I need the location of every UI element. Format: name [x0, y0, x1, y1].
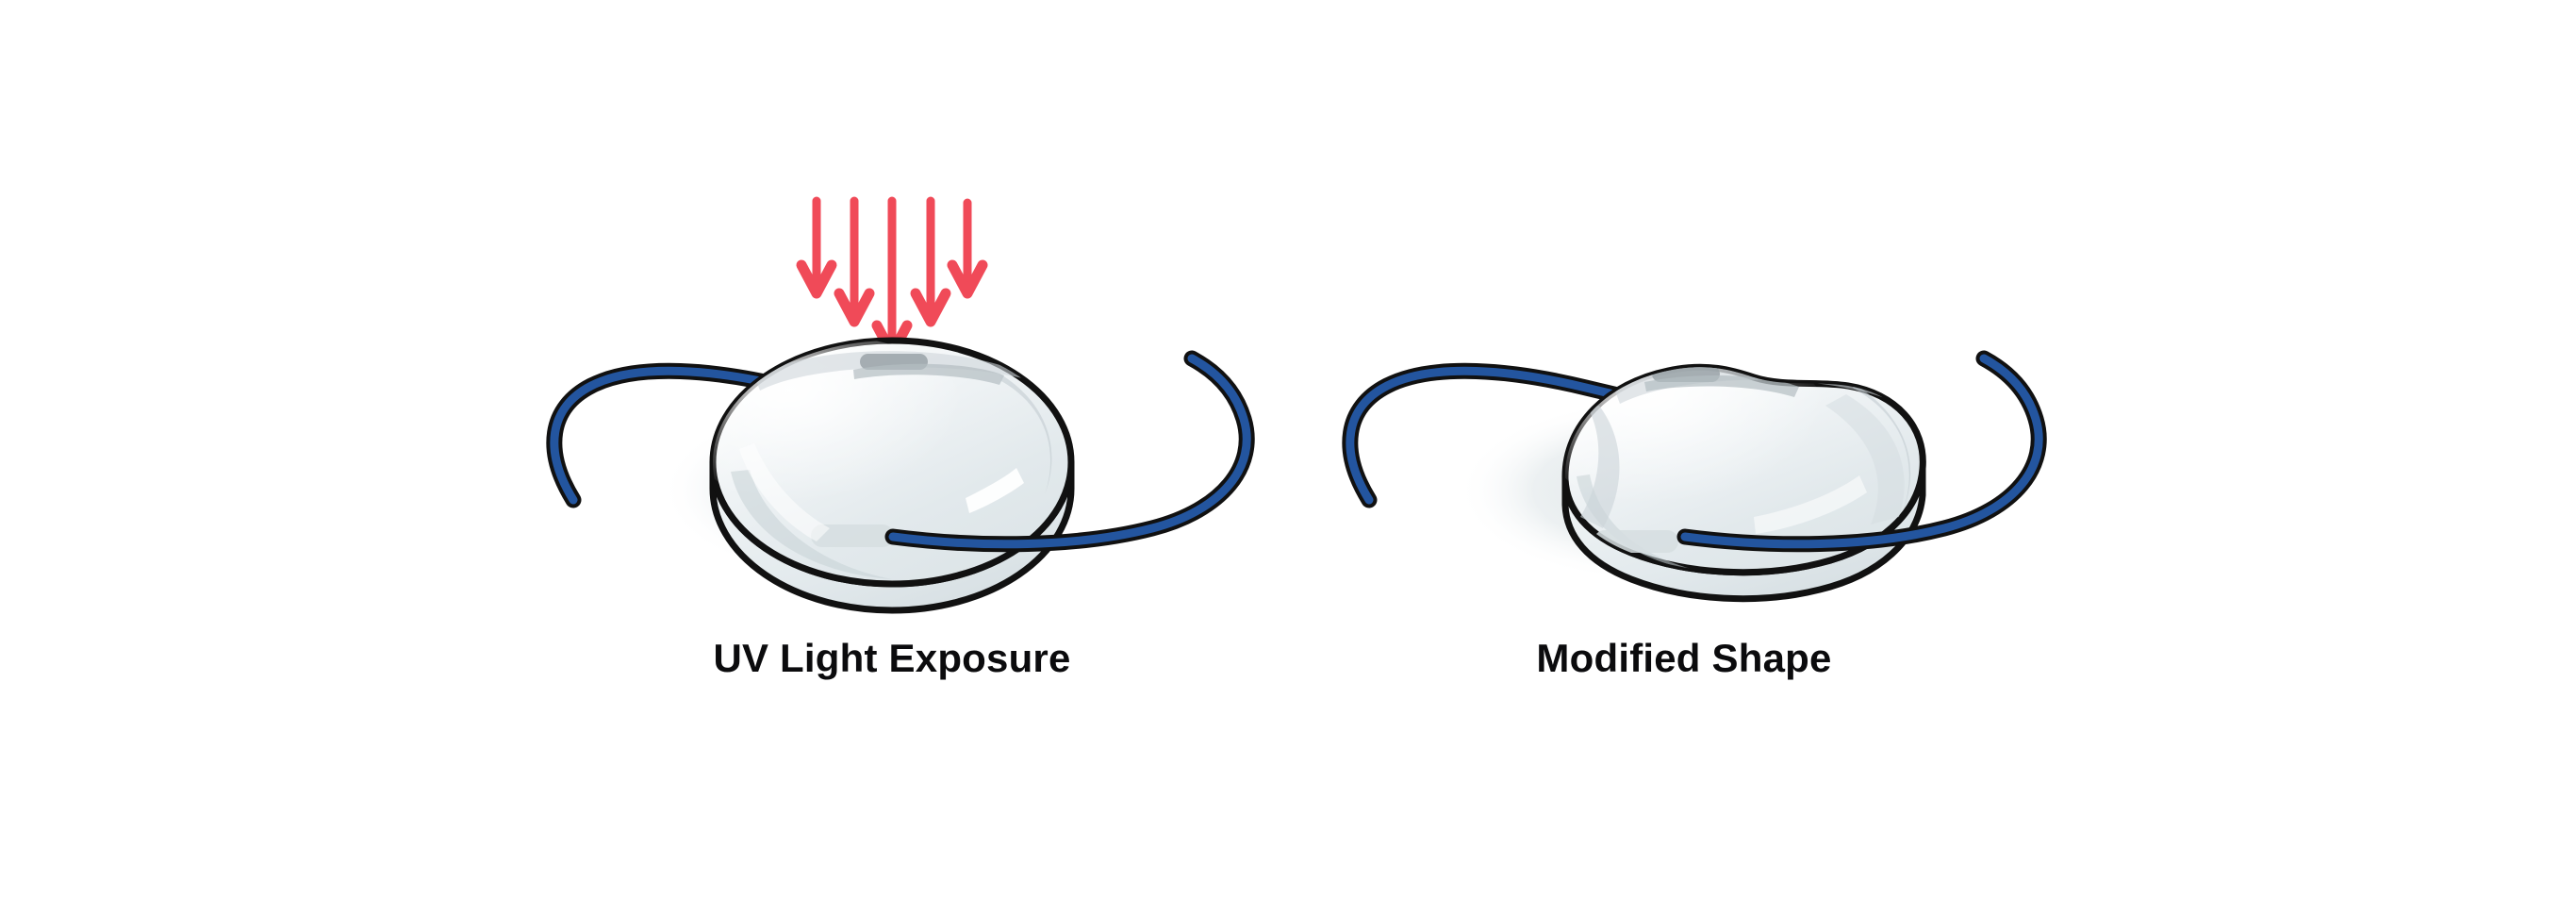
iol-optic-right: [1561, 363, 1926, 603]
uv-arrow-1: [796, 196, 837, 299]
caption-modified-shape: Modified Shape: [1536, 636, 1831, 680]
uv-arrow-4: [910, 196, 951, 327]
panel-uv-exposure: UV Light Exposure: [546, 196, 1255, 680]
uv-light-arrow-group: [796, 196, 988, 359]
haptic-arm-lower-right-2: [1676, 350, 2047, 553]
uv-arrow-5: [947, 198, 988, 299]
iol-optic-left: [709, 337, 1075, 614]
haptic-arm-lower-right: [884, 350, 1255, 553]
uv-arrow-2: [834, 196, 875, 327]
uv-arrow-3: [871, 196, 913, 359]
caption-uv-exposure: UV Light Exposure: [713, 636, 1070, 680]
panel-modified-shape: Modified Shape: [1342, 350, 2047, 680]
optic-inner-highlights-left: [713, 341, 1052, 579]
